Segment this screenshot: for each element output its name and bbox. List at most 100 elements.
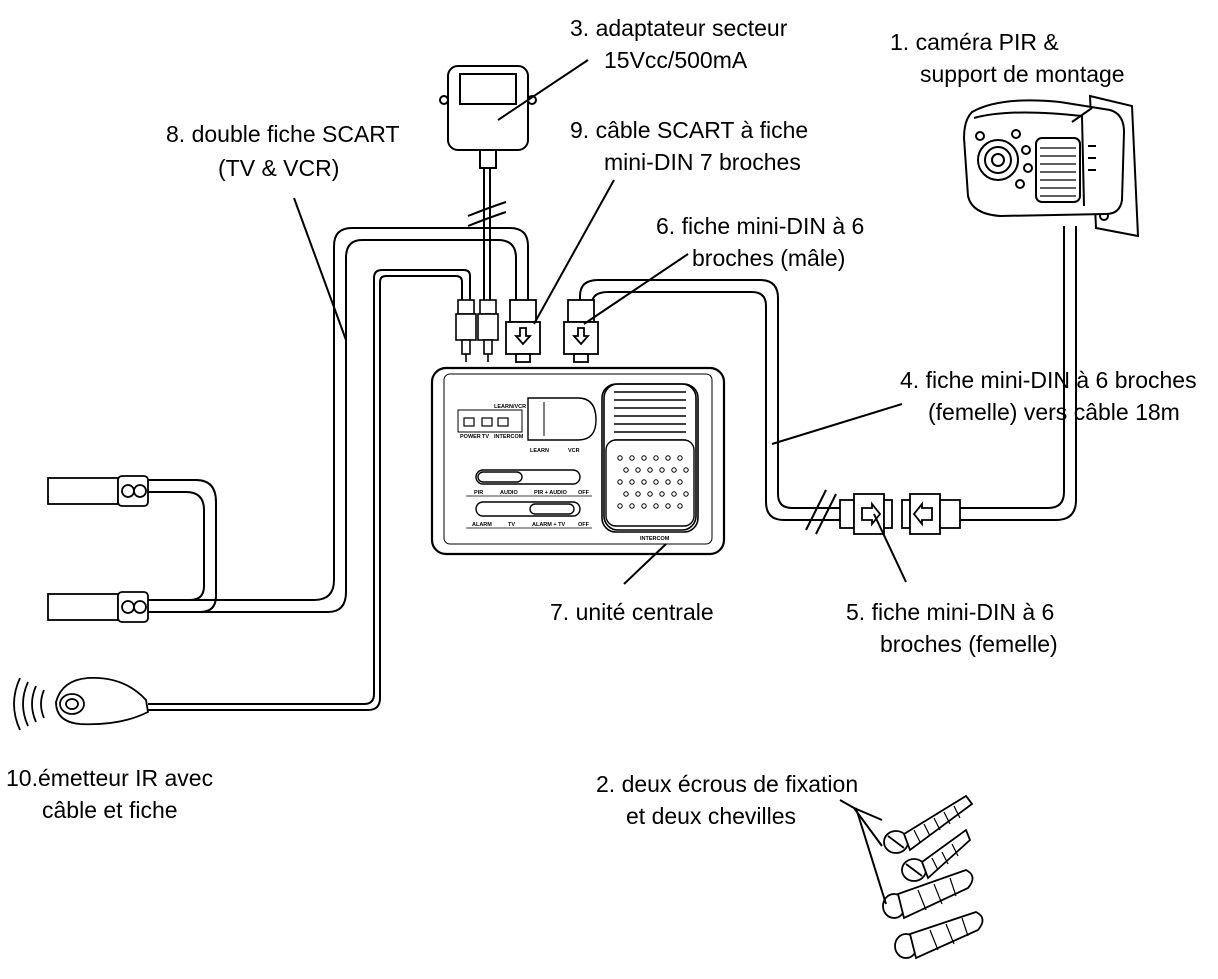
- speaker-hole: [629, 503, 635, 509]
- label-6-line2: broches (mâle): [692, 245, 845, 271]
- speaker-hole: [653, 455, 659, 461]
- label-2-line2: et deux chevilles: [626, 803, 796, 829]
- panel-row2-1: TV: [508, 522, 515, 528]
- speaker-hole: [665, 479, 671, 485]
- label-10-line1: 10.émetteur IR avec: [6, 765, 213, 791]
- label-8-line2: (TV & VCR): [218, 155, 339, 181]
- label-3-line2: 15Vcc/500mA: [604, 47, 748, 73]
- speaker-hole: [677, 503, 683, 509]
- speaker-hole: [665, 503, 671, 509]
- speaker-hole: [641, 455, 647, 461]
- power-led: [463, 417, 475, 427]
- scart-branch-outer: [148, 491, 205, 601]
- speaker-hole: [617, 503, 623, 509]
- label-5-line2: broches (femelle): [880, 631, 1058, 657]
- panel-row2-0: ALARM: [472, 522, 492, 528]
- label-7: 7. unité centrale: [550, 599, 714, 625]
- learn-button: [527, 397, 597, 441]
- label-5-line1: 5. fiche mini-DIN à 6: [846, 599, 1054, 625]
- label-1-line2: support de montage: [920, 61, 1125, 87]
- speaker-hole: [653, 503, 659, 509]
- label-3-line1: 3. adaptateur secteur: [570, 15, 788, 41]
- mini-din-7-plug: [505, 299, 541, 363]
- camera-cable-outer: [960, 226, 1065, 509]
- camera-cable-inner: [960, 226, 1077, 521]
- panel-learn-vcr: LEARN/VCR: [494, 404, 526, 410]
- speaker-hole: [677, 455, 683, 461]
- label-8-line1: 8. double fiche SCART: [166, 121, 400, 147]
- leader-lines: [293, 59, 1093, 905]
- ir-emitter: [13, 676, 149, 731]
- scart-plug-lower: [47, 591, 149, 623]
- speaker-hole: [623, 491, 629, 497]
- speaker-hole: [677, 479, 683, 485]
- speaker-hole: [671, 491, 677, 497]
- label-9-line1: 9. câble SCART à fiche: [570, 117, 808, 143]
- scart-cable-outer: [148, 227, 529, 601]
- panel-vcr: VCR: [568, 448, 580, 454]
- screws-and-anchors: [882, 794, 984, 960]
- speaker-hole: [617, 455, 623, 461]
- label-6-line1: 6. fiche mini-DIN à 6: [656, 213, 864, 239]
- label-4-line1: 4. fiche mini-DIN à 6 broches: [900, 367, 1197, 393]
- speaker-hole: [629, 455, 635, 461]
- speaker-hole: [617, 479, 623, 485]
- panel-row2-3: OFF: [578, 522, 590, 528]
- mini-din-cable-inner: [591, 291, 840, 521]
- power-jack: [477, 299, 499, 362]
- label-1-line1: 1. caméra PIR &: [890, 29, 1059, 55]
- label-10-line2: câble et fiche: [42, 797, 178, 823]
- speaker-hole: [629, 479, 635, 485]
- pir-camera: [962, 94, 1140, 238]
- speaker-hole: [641, 503, 647, 509]
- tv-led: [481, 417, 493, 427]
- leader-9: [533, 179, 615, 325]
- panel-row2-2: ALARM + TV: [532, 522, 565, 528]
- panel-row1-0: PIR: [474, 490, 483, 496]
- scart-branch-inner: [148, 479, 217, 613]
- panel-row1-2: PIR + AUDIO: [534, 490, 568, 496]
- mini-din-cable-outer: [579, 279, 840, 509]
- speaker-hole: [635, 491, 641, 497]
- leader-6: [583, 253, 689, 325]
- panel-intercom: INTERCOM: [640, 536, 670, 542]
- label-2-line1: 2. deux écrous de fixation: [596, 771, 858, 797]
- speaker-hole: [659, 467, 665, 473]
- speaker-hole: [653, 479, 659, 485]
- mini-din-6-female-connector: [839, 493, 893, 535]
- labels: 1. caméra PIR & support de montage 2. de…: [6, 15, 1197, 829]
- speaker-hole: [665, 455, 671, 461]
- cables: [148, 168, 1077, 711]
- leader-4: [771, 403, 903, 445]
- panel-led-tv: TV: [482, 434, 489, 440]
- speaker-hole: [647, 467, 653, 473]
- label-9-line2: mini-DIN 7 broches: [604, 149, 801, 175]
- label-4-line2: (femelle) vers câble 18m: [928, 399, 1180, 425]
- speaker-hole: [647, 491, 653, 497]
- ir-cable-outer: [148, 275, 463, 711]
- speaker-hole: [671, 467, 677, 473]
- central-unit: POWER TV INTERCOM LEARN/VCR LEARN VCR IN…: [430, 366, 726, 556]
- ir-cable-inner: [148, 269, 471, 705]
- intercom-speaker-dots: [617, 455, 689, 509]
- panel-row1-3: OFF: [578, 490, 590, 496]
- speaker-hole: [623, 467, 629, 473]
- mini-din-6-cable-connector: [901, 493, 961, 535]
- speaker-hole: [683, 491, 689, 497]
- speaker-hole: [659, 491, 665, 497]
- speaker-hole: [641, 479, 647, 485]
- scart-cable-inner: [148, 239, 517, 613]
- speaker-hole: [683, 467, 689, 473]
- leader-2b: [853, 807, 887, 905]
- leader-8: [293, 197, 347, 341]
- audio-jack-ir: [455, 299, 477, 362]
- panel-row1-1: AUDIO: [500, 490, 518, 496]
- mini-din-6-plug-male: [563, 299, 599, 363]
- intercom-led: [497, 417, 509, 427]
- panel-led-intercom: INTERCOM: [494, 434, 524, 440]
- leader-3: [497, 59, 589, 121]
- speaker-hole: [635, 467, 641, 473]
- power-adapter: [439, 65, 537, 169]
